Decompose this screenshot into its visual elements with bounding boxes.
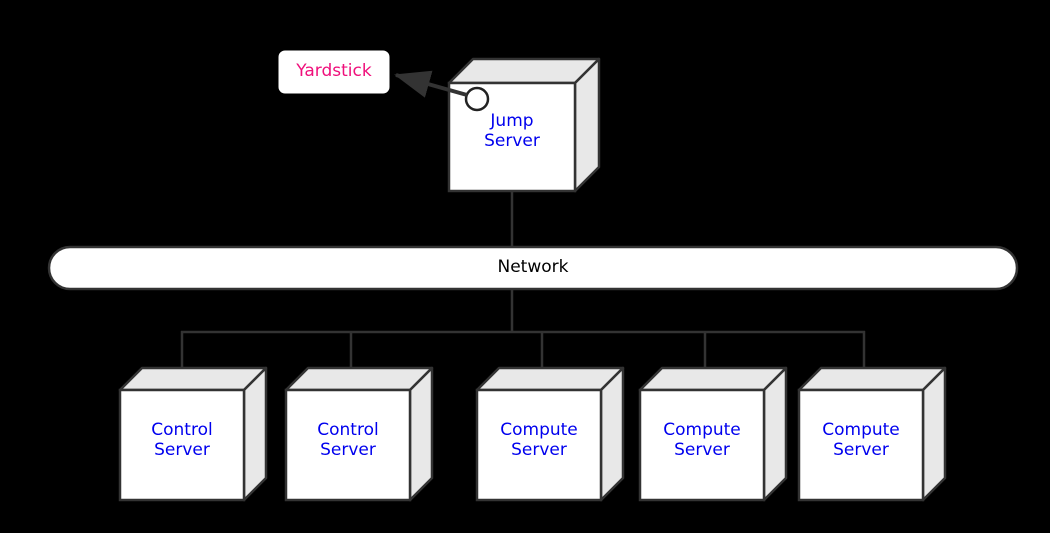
server-2-top-face [284, 366, 434, 392]
server-4-top-face [638, 366, 788, 392]
server-3-side-face [599, 366, 625, 502]
yardstick-box[interactable] [278, 50, 390, 94]
server-2-front-face [284, 388, 412, 502]
server-2-side-face [408, 366, 434, 502]
jump-server-top-face [447, 57, 601, 85]
server-1-front-face [118, 388, 246, 502]
server-4-side-face [762, 366, 788, 502]
server-node-4[interactable] [638, 366, 788, 502]
server-5-front-face [797, 388, 925, 502]
jump-server-node[interactable] [447, 57, 601, 193]
jump-server-port-icon [464, 86, 490, 112]
server-node-2[interactable] [284, 366, 434, 502]
server-node-5[interactable] [797, 366, 947, 502]
server-4-front-face [638, 388, 766, 502]
jump-server-side-face [573, 57, 601, 193]
network-bar[interactable] [47, 245, 1019, 291]
server-1-side-face [242, 366, 268, 502]
server-node-1[interactable] [118, 366, 268, 502]
server-5-top-face [797, 366, 947, 392]
server-5-side-face [921, 366, 947, 502]
jump-server-front-face [447, 81, 577, 193]
server-3-top-face [475, 366, 625, 392]
connector-lines [180, 191, 866, 372]
arrow-jump-to-yardstick [394, 70, 468, 98]
server-3-front-face [475, 388, 603, 502]
server-node-3[interactable] [475, 366, 625, 502]
server-1-top-face [118, 366, 268, 392]
